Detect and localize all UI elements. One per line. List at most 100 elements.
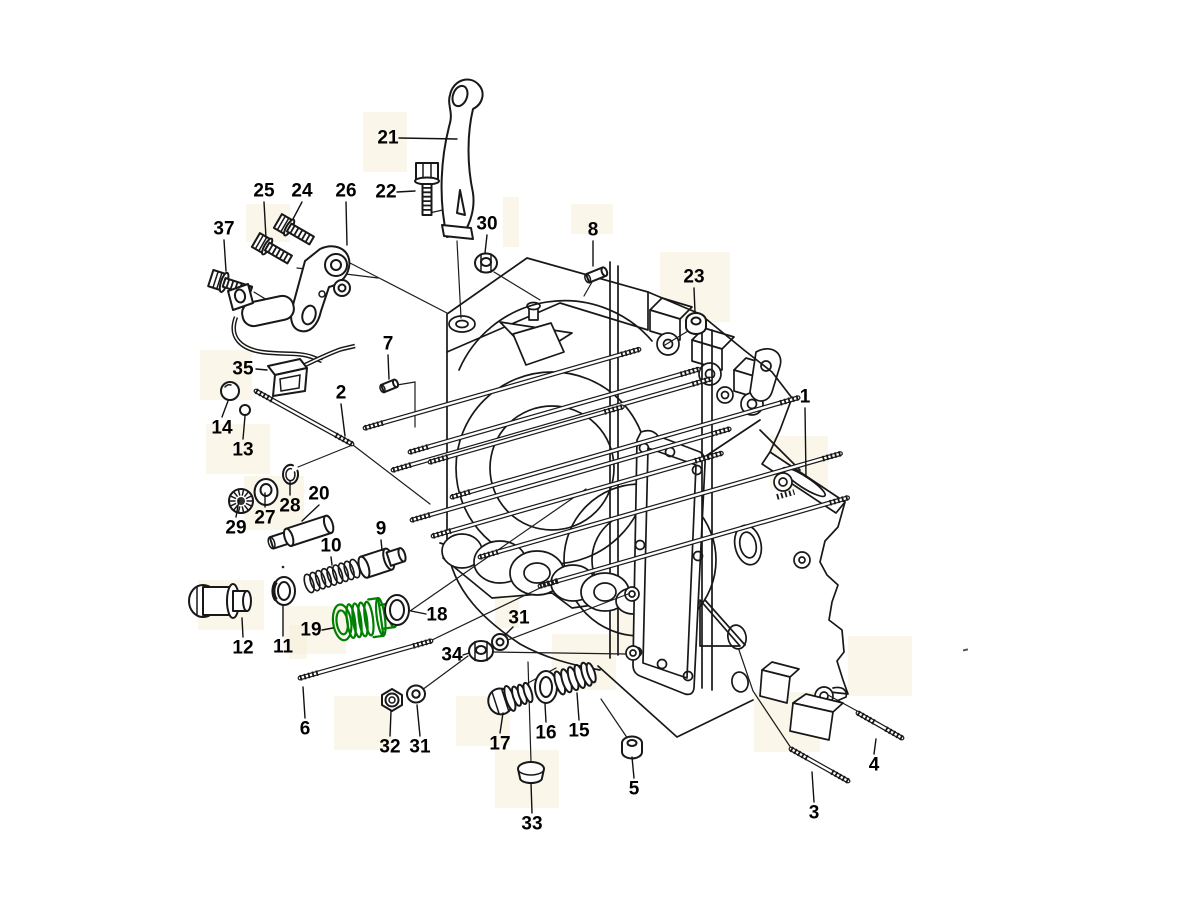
callout-leader-37 [223, 239, 227, 272]
callout-1: 1 [800, 387, 811, 408]
callout-labels: 1234567891011121314151617181920212223242… [211, 128, 879, 835]
part-30-nut [474, 252, 498, 274]
alignment-line [527, 661, 532, 763]
part-5-bushing [621, 735, 643, 760]
callout-29: 29 [225, 518, 246, 539]
callout-leader-33 [530, 782, 533, 814]
scan-artifact-box [495, 596, 519, 628]
callout-34: 34 [441, 645, 463, 666]
callout-leader-17 [499, 712, 504, 734]
callout-26: 26 [335, 181, 356, 202]
callout-leader-6 [302, 686, 306, 719]
callout-35: 35 [232, 359, 254, 380]
part-18-sealing-ring [384, 594, 410, 626]
callout-2: 2 [336, 383, 347, 404]
callout-leader-13 [242, 415, 246, 440]
callout-32: 32 [379, 737, 400, 758]
part-33-cap [517, 761, 545, 784]
stud [362, 346, 642, 431]
alignment-line [352, 444, 431, 505]
part-20-sleeve [267, 514, 335, 550]
alignment-line [492, 651, 627, 655]
scan-artifact-box [848, 636, 912, 696]
part-27-grommet [253, 478, 279, 506]
callout-5: 5 [629, 779, 640, 800]
alignment-line [456, 240, 462, 319]
callout-17: 17 [489, 734, 510, 755]
part-34-nut [468, 640, 494, 662]
part-31-washer-lower [406, 684, 426, 704]
stud [409, 426, 732, 523]
callout-37: 37 [213, 219, 234, 240]
callout-25: 25 [253, 181, 275, 202]
scan-artifact-box [363, 112, 407, 172]
part-10-spring [303, 558, 361, 594]
stud-thread-section [694, 453, 714, 464]
scan-artifact-box [206, 424, 270, 474]
callout-leader-26 [345, 201, 348, 246]
alignment-line [349, 262, 448, 314]
callout-leader-18 [410, 610, 427, 615]
part-11-sealing-ring [271, 576, 296, 606]
alignment-line [664, 330, 689, 346]
callout-leader-29 [235, 499, 240, 518]
part-35-sensor-connector [227, 283, 356, 397]
callout-21: 21 [377, 128, 399, 149]
callout-leader-30 [484, 234, 488, 254]
callout-leader-34 [462, 652, 470, 656]
part-13-ball [239, 404, 251, 416]
part-28-snap-ring [282, 463, 299, 485]
callout-13: 13 [232, 440, 253, 461]
callout-leader-31 [504, 626, 514, 636]
alignment-line [827, 694, 860, 713]
alignment-line [431, 587, 541, 641]
callout-leader-2 [340, 403, 346, 437]
alignment-line [421, 655, 469, 691]
part-26-bracket [290, 245, 351, 333]
callout-11: 11 [273, 637, 294, 658]
part-14-cap-ball [220, 381, 240, 401]
callout-18: 18 [426, 605, 447, 626]
stud [407, 366, 701, 455]
callout-3: 3 [809, 803, 820, 824]
callout-leader-32 [389, 710, 392, 737]
callout-16: 16 [535, 723, 556, 744]
scan-artifact-box [289, 625, 307, 659]
callout-leader-5 [631, 756, 635, 779]
part-23-bushing [685, 312, 707, 335]
callout-leader-31 [416, 704, 421, 737]
callout-31: 31 [409, 737, 431, 758]
alignment-line [507, 593, 629, 641]
callout-leader-19 [321, 627, 334, 631]
callout-leader-10 [330, 556, 333, 566]
part-7-dowel-pin [379, 378, 400, 394]
part-8-dowel-pin [584, 266, 609, 284]
callout-leader-24 [292, 201, 303, 220]
callout-20: 20 [308, 484, 329, 505]
callout-leader-9 [380, 539, 383, 551]
callout-24: 24 [291, 181, 313, 202]
callout-leader-4 [873, 738, 877, 755]
callout-6: 6 [300, 719, 311, 740]
callout-leader-12 [241, 617, 244, 638]
scan-artifact-box [571, 204, 613, 234]
callout-27: 27 [254, 508, 275, 529]
callout-leader-22 [396, 190, 416, 193]
callout-7: 7 [383, 334, 394, 355]
part-17-screw-plug [487, 681, 534, 716]
stud-thread-section [542, 577, 560, 588]
callout-30: 30 [476, 214, 497, 235]
loose-parts [188, 78, 707, 784]
callout-33: 33 [521, 814, 542, 835]
alignment-line [600, 698, 631, 743]
stud [427, 404, 625, 465]
callout-leader-14 [221, 400, 229, 418]
stud [297, 638, 434, 681]
callout-leader-21 [398, 137, 458, 140]
callout-31: 31 [508, 608, 530, 629]
stud [537, 495, 851, 589]
part-16-sealing-ring [534, 670, 558, 704]
stud [788, 746, 851, 784]
stud [855, 710, 905, 741]
callout-leader-23 [693, 287, 696, 313]
